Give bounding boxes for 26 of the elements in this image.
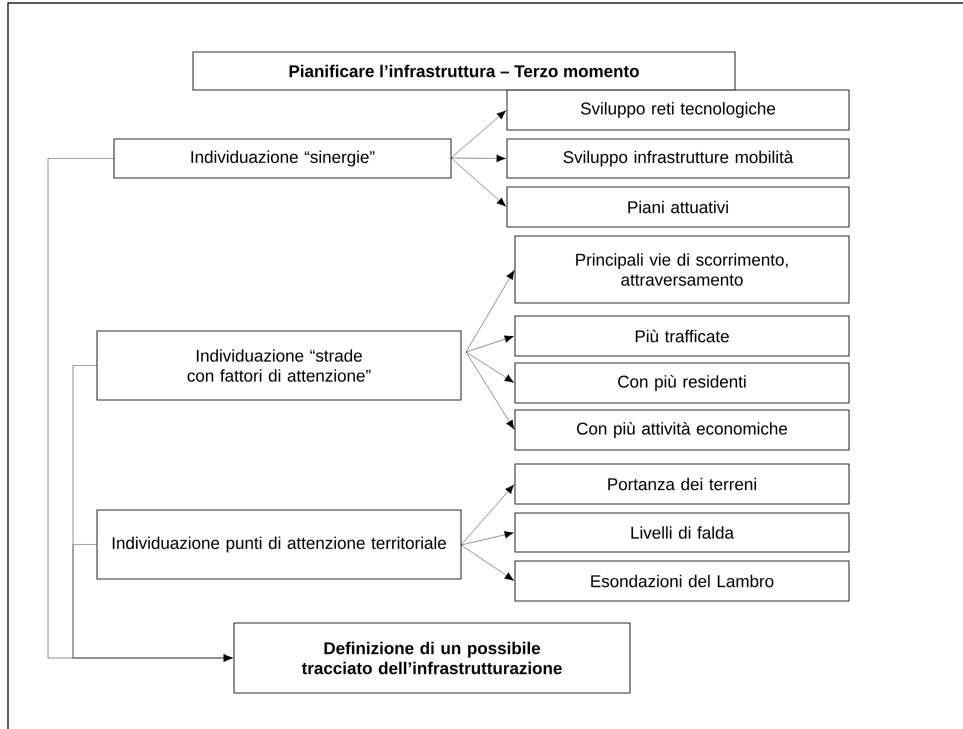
connector-arrow xyxy=(72,544,234,662)
process-box: Individuazione “sinergie” xyxy=(114,138,452,178)
process-box: Livelli di falda xyxy=(514,512,850,552)
process-box: Individuazione punti di attenzione territoriale xyxy=(96,510,462,580)
arrow xyxy=(460,544,514,581)
process-box: Principali vie di scorrimento, attraversamento xyxy=(514,236,850,304)
process-box: Sviluppo reti tecnologiche xyxy=(506,90,850,130)
arrow xyxy=(450,154,506,162)
process-box: Sviluppo infrastrutture mobilità xyxy=(506,138,850,178)
arrow xyxy=(466,270,514,352)
title-box: Pianificare l’infrastruttura – Terzo momento xyxy=(192,52,736,90)
process-box: Più trafficate xyxy=(514,316,850,356)
arrow xyxy=(466,352,514,430)
arrow xyxy=(460,484,514,546)
process-box: Esondazioni del Lambro xyxy=(514,560,850,602)
arrow xyxy=(466,335,514,352)
process-box: Definizione di un possibile tracciato dell’infrastrutturazione xyxy=(234,622,630,694)
process-box: Portanza dei terreni xyxy=(514,464,850,504)
arrow xyxy=(460,531,514,546)
arrow xyxy=(450,158,506,207)
process-box: Con più attività economiche xyxy=(514,410,850,450)
arrow xyxy=(450,110,506,158)
arrow xyxy=(466,352,514,383)
process-box: Con più residenti xyxy=(514,362,850,404)
process-box: Piani attuativi xyxy=(506,186,850,228)
process-box: Individuazione “strade con fattori di attenzione” xyxy=(96,330,462,400)
